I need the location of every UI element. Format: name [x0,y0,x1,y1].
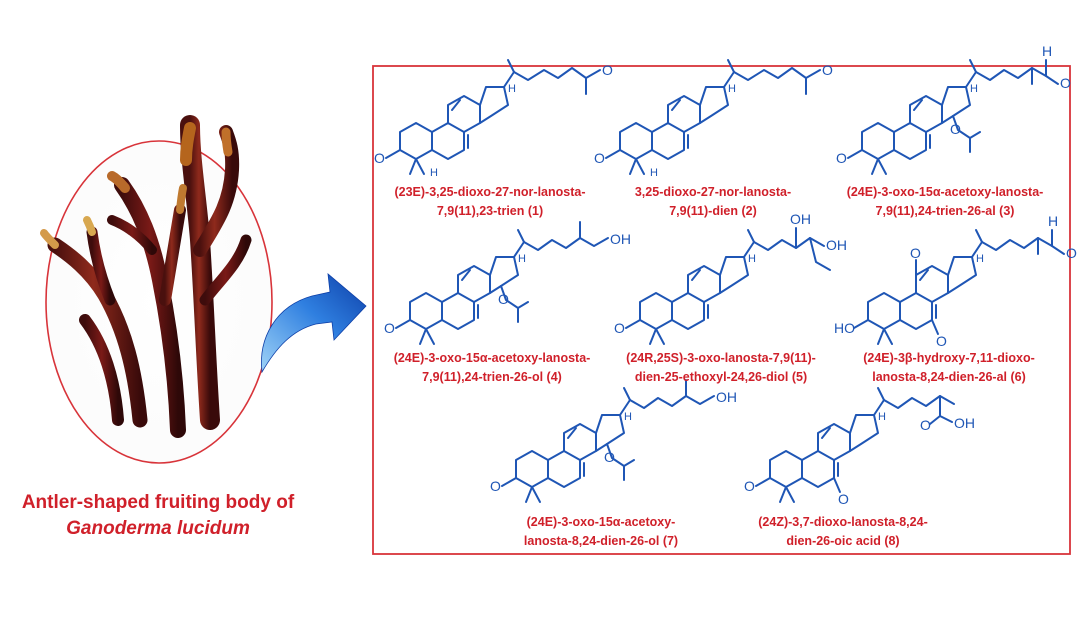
caption-3-line2: 7,9(11),24-trien-26-al (3) [876,204,1015,218]
atom-h: H [878,411,886,423]
atom-h: H [728,83,736,95]
caption-2-line1: 3,25-dioxo-27-nor-lanosta- [635,185,791,199]
caption-8-line1: (24Z)-3,7-dioxo-lanosta-8,24- [758,515,927,529]
caption-6-line1: (24E)-3β-hydroxy-7,11-dioxo- [863,351,1035,365]
caption-4-line2: 7,9(11),24-trien-26-ol (4) [422,370,562,384]
atom-o: O [594,150,605,166]
atom-h: H [1048,213,1058,229]
caption-3-line1: (24E)-3-oxo-15α-acetoxy-lanosta- [847,185,1044,199]
structure-1: O O H H [374,59,613,179]
atom-oh: OH [826,237,847,253]
structure-5: OH OH O H [614,211,847,345]
structure-6: O H O O HO H [834,213,1077,349]
structure-8: O OH O O H [744,387,975,507]
atom-h: H [970,83,978,95]
caption-1-line2: 7,9(11),23-trien (1) [437,204,543,218]
caption-5-line2: dien-25-ethoxyl-24,26-diol (5) [635,370,807,384]
atom-o: O [614,320,625,336]
photo-title-line2: Ganoderma lucidum [66,518,250,539]
atom-o: O [920,417,931,433]
atom-oh: OH [716,389,737,405]
atom-o: O [498,291,509,307]
atom-h: H [748,253,756,265]
atom-o: O [384,320,395,336]
fungus-photo [40,115,273,464]
structure-2: O O H H [594,59,833,179]
compound-panel-frame [372,65,1071,555]
atom-h: H [976,253,984,265]
caption-7-line1: (24E)-3-oxo-15α-acetoxy- [527,515,676,529]
caption-2-line2: 7,9(11)-dien (2) [669,204,757,218]
atom-ho: HO [834,320,855,336]
caption-8-line2: dien-26-oic acid (8) [786,534,899,548]
atom-oh: OH [954,415,975,431]
atom-o: O [1060,75,1071,91]
atom-o: O [838,491,849,507]
atom-o: O [602,62,613,78]
caption-1-line1: (23E)-3,25-dioxo-27-nor-lanosta- [394,185,585,199]
atom-o: O [910,245,921,261]
compound-captions: (23E)-3,25-dioxo-27-nor-lanosta- 7,9(11)… [394,185,1044,548]
atom-o: O [950,121,961,137]
atom-h: H [1042,43,1052,59]
caption-7-line2: lanosta-8,24-dien-26-ol (7) [524,534,678,548]
atom-oh: OH [610,231,631,247]
atom-o: O [822,62,833,78]
atom-h: H [508,83,516,95]
structure-4: OH O O H [384,221,631,345]
structure-7: OH O O H [490,379,737,503]
atom-o: O [374,150,385,166]
caption-5-line1: (24R,25S)-3-oxo-lanosta-7,9(11)- [626,351,816,365]
fungus-illustration [40,115,252,438]
atom-o: O [604,449,615,465]
atom-h: H [518,253,526,265]
atom-o: O [936,333,947,349]
curved-arrow-icon [261,273,367,374]
atom-o: O [836,150,847,166]
caption-6-line2: lanosta-8,24-dien-26-al (6) [872,370,1026,384]
structure-3: O H O O H [836,43,1071,175]
atom-oh: OH [790,211,811,227]
atom-o: O [1066,245,1077,261]
atom-h: H [624,411,632,423]
photo-title-line1: Antler-shaped fruiting body of [22,492,295,513]
atom-o: O [744,478,755,494]
atom-h: H [650,167,658,179]
atom-h: H [430,167,438,179]
caption-4-line1: (24E)-3-oxo-15α-acetoxy-lanosta- [394,351,591,365]
atom-o: O [490,478,501,494]
